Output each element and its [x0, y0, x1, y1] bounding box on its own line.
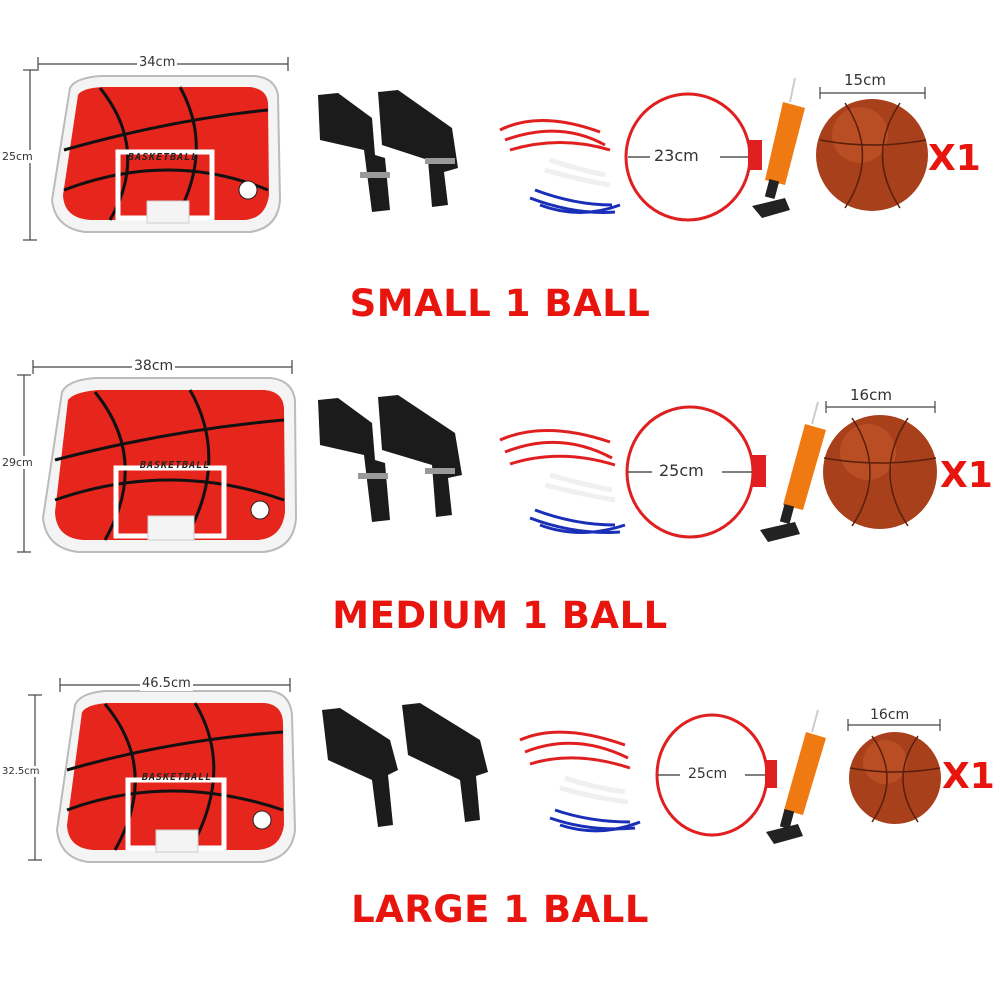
ball-quantity: X1 [928, 138, 981, 179]
ball-quantity: X1 [940, 455, 993, 496]
rim-diameter-label: 23cm [652, 146, 701, 165]
pump [760, 401, 826, 542]
ball-diameter-label: 16cm [848, 386, 894, 404]
set-large-art [28, 678, 941, 863]
backboard-text: BASKETBALL [142, 772, 213, 783]
set-small-art [23, 57, 928, 241]
ball-diameter-label: 16cm [868, 707, 912, 723]
backboard-width-label: 38cm [132, 358, 176, 374]
mounting-brackets [318, 395, 462, 522]
ball-diameter-label: 15cm [842, 71, 888, 89]
backboard-text: BASKETBALL [140, 460, 211, 471]
ball [847, 719, 941, 824]
pump [752, 77, 805, 218]
height-dimension-line [28, 694, 42, 861]
rim [655, 713, 777, 837]
set-small: 34cm 25cm BASKETBALL 23cm 15cm X1 SMALL … [0, 0, 1000, 330]
backboard [41, 377, 298, 553]
backboard-height-label: 25cm [0, 150, 35, 163]
rim-diameter-label: 25cm [657, 461, 706, 480]
set-title: LARGE 1 BALL [351, 888, 649, 931]
ball-quantity: X1 [942, 756, 995, 797]
backboard [50, 75, 282, 233]
set-title: MEDIUM 1 BALL [332, 594, 668, 637]
net [499, 118, 621, 214]
backboard-text: BASKETBALL [128, 152, 199, 163]
set-large: 46.5cm 32.5cm BASKETBALL 25cm 16cm X1 LA… [0, 660, 1000, 990]
backboard-height-label: 29cm [0, 456, 35, 469]
backboard-width-label: 34cm [137, 55, 178, 70]
backboard-height-label: 32.5cm [0, 766, 42, 777]
net [499, 428, 626, 534]
pump [766, 709, 826, 844]
set-medium: 38cm 29cm BASKETBALL 25cm 16cm X1 MEDIUM… [0, 320, 1000, 650]
net [519, 730, 641, 833]
backboard [55, 690, 297, 863]
rim-diameter-label: 25cm [686, 766, 730, 782]
set-title: SMALL 1 BALL [349, 282, 651, 325]
mounting-brackets [322, 703, 488, 827]
rim [624, 92, 762, 222]
mounting-brackets [318, 90, 458, 212]
set-medium-art [17, 360, 937, 553]
ball [823, 401, 937, 529]
backboard-width-label: 46.5cm [140, 676, 193, 691]
ball [816, 87, 928, 211]
rim [625, 405, 766, 539]
